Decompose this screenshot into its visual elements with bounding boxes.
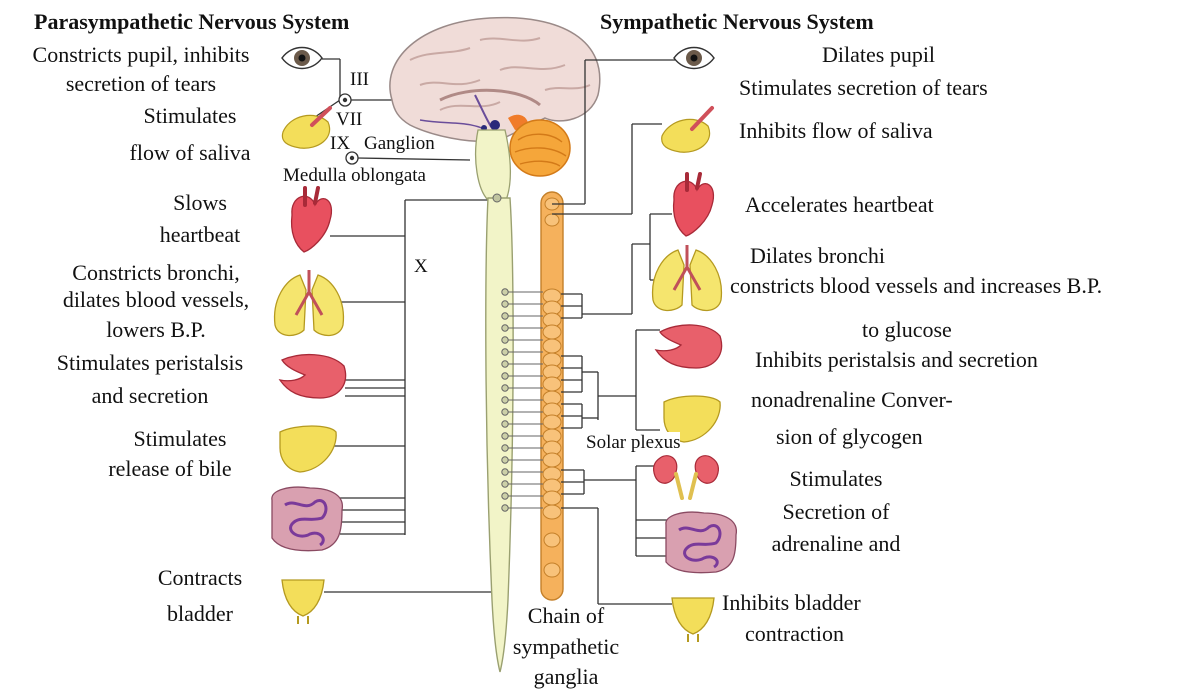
para-eye-line1: Constricts pupil, inhibits [6,42,276,67]
para-lungs-line3: lowers B.P. [36,317,276,342]
sympathetic-chain [541,192,563,600]
ganglion-label: Ganglion [364,133,435,154]
symp-adrenal-line1: Stimulates [756,466,916,491]
symp-vessels: constricts blood vessels and increases B… [730,273,1102,298]
vagus-nerve-x-label: X [414,256,428,277]
symp-tears: Stimulates secretion of tears [739,75,988,100]
para-bladder-line1: Contracts [130,565,270,590]
bladder-icon-sympathetic [672,598,714,642]
kidneys-adrenal-icon [654,456,719,498]
para-heart-line2: heartbeat [140,222,260,247]
chain-label-line2: sympathetic [486,634,646,659]
chain-label-line1: Chain of [496,603,636,628]
medulla-oblongata-label: Medulla oblongata [283,165,426,186]
salivary-gland-icon-sympathetic [662,108,712,152]
para-stomach-line2: and secretion [20,383,280,408]
liver-icon [280,426,336,472]
para-liver-line1: Stimulates [90,426,270,451]
heart-icon-sympathetic [674,174,714,236]
sympathetic-heading: Sympathetic Nervous System [600,9,874,34]
symp-glucose: to glucose [862,317,952,342]
intestine-icon-sympathetic [666,512,737,573]
symp-adrenal-line2: Secretion of [756,499,916,524]
para-stomach-line1: Stimulates peristalsis [20,350,280,375]
cranial-nerve-ix-label: IX [330,133,350,154]
parasympathetic-heading: Parasympathetic Nervous System [34,9,349,34]
lungs-icon-sympathetic [653,245,722,310]
symp-pupil: Dilates pupil [822,42,935,67]
eye-icon [282,48,322,69]
para-saliva-line1: Stimulates [110,103,270,128]
symp-glycogen-line1: nonadrenaline Conver- [751,387,953,412]
para-liver-line2: release of bile [70,456,270,481]
symp-peristalsis: Inhibits peristalsis and secretion [755,347,1038,372]
sympathetic-nerve-lines [552,60,675,604]
solar-plexus-label: Solar plexus [586,432,680,453]
cranial-nerve-vii-label: VII [336,109,362,130]
para-saliva-line2: flow of saliva [100,140,280,165]
salivary-gland-icon [282,108,330,148]
para-heart-line1: Slows [140,190,260,215]
symp-bladder-line1: Inhibits bladder [722,590,861,615]
intestine-icon [272,487,343,551]
lungs-icon [275,270,344,335]
chain-label-line3: ganglia [496,664,636,689]
para-eye-line2: secretion of tears [6,71,276,96]
symp-adrenal-line3: adrenaline and [746,531,926,556]
symp-heart: Accelerates heartbeat [745,192,934,217]
stomach-icon-sympathetic [656,325,722,368]
symp-glycogen-line2: sion of glycogen [776,424,923,449]
para-bladder-line2: bladder [130,601,270,626]
cerebellum [510,120,570,176]
symp-bronchi: Dilates bronchi [750,243,885,268]
cranial-nerve-iii-label: III [350,69,369,90]
para-lungs-line2: dilates blood vessels, [36,287,276,312]
eye-icon-sympathetic [674,48,714,69]
bladder-icon [282,580,324,624]
symp-bladder-line2: contraction [745,621,844,646]
stomach-icon [280,355,346,398]
heart-icon [292,188,332,252]
symp-saliva: Inhibits flow of saliva [739,118,933,143]
para-lungs-line1: Constricts bronchi, [36,260,276,285]
spinal-cord [486,194,513,672]
